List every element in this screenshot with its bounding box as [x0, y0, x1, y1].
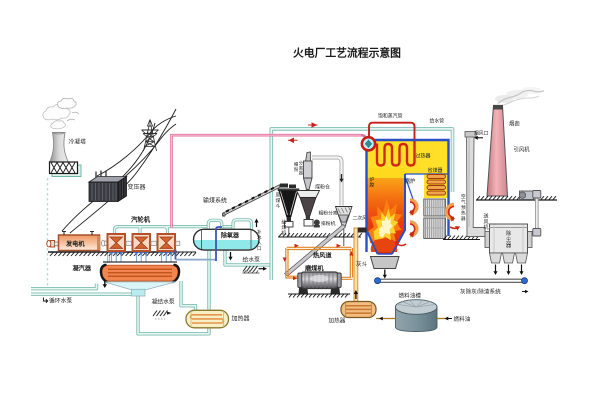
- svg-text:斗: 斗: [276, 204, 281, 210]
- svg-text:加热器: 加热器: [329, 317, 346, 325]
- svg-text:机: 机: [282, 230, 287, 237]
- svg-text:冷凝塔: 冷凝塔: [69, 138, 87, 146]
- svg-text:排粉机: 排粉机: [321, 220, 336, 227]
- svg-text:过热器: 过热器: [416, 153, 431, 160]
- svg-text:原: 原: [276, 192, 281, 198]
- svg-text:水: 水: [257, 234, 262, 240]
- svg-text:送: 送: [484, 213, 489, 220]
- svg-text:尘: 尘: [506, 235, 511, 243]
- svg-text:给水管: 给水管: [430, 118, 445, 125]
- svg-text:器: 器: [461, 216, 466, 222]
- svg-text:热风道: 热风道: [313, 252, 332, 260]
- svg-text:凝结水泵: 凝结水泵: [152, 298, 175, 306]
- svg-text:灰除灰/除渣系统: 灰除灰/除渣系统: [460, 288, 501, 296]
- svg-text:磨煤机: 磨煤机: [304, 265, 324, 273]
- svg-text:热: 热: [461, 209, 466, 216]
- svg-text:燃料油: 燃料油: [454, 315, 471, 323]
- svg-text:二次风: 二次风: [353, 215, 368, 222]
- svg-text:燃料油槽: 燃料油槽: [399, 292, 422, 300]
- svg-text:膛: 膛: [370, 182, 375, 189]
- svg-text:除氧器: 除氧器: [221, 232, 240, 240]
- svg-text:烟囱: 烟囱: [509, 120, 520, 128]
- svg-text:煤: 煤: [276, 197, 281, 204]
- svg-text:器: 器: [299, 171, 304, 177]
- svg-text:补: 补: [257, 229, 262, 236]
- svg-text:循环水泵: 循环水泵: [49, 297, 72, 305]
- svg-text:预: 预: [461, 204, 466, 211]
- svg-text:器: 器: [506, 242, 512, 249]
- svg-text:凝汽器: 凝汽器: [73, 265, 92, 273]
- svg-text:粗粉分离器: 粗粉分离器: [319, 210, 343, 217]
- svg-text:风: 风: [484, 219, 489, 225]
- svg-text:烟风口: 烟风口: [474, 130, 489, 137]
- svg-text:口: 口: [257, 246, 262, 252]
- svg-text:变压器: 变压器: [128, 183, 146, 191]
- svg-text:给水泵: 给水泵: [243, 256, 261, 264]
- svg-text:煤: 煤: [282, 224, 287, 231]
- svg-text:发电机: 发电机: [65, 240, 85, 248]
- svg-text:粉: 粉: [294, 166, 299, 173]
- svg-text:加热器: 加热器: [232, 315, 250, 323]
- svg-text:入: 入: [257, 241, 262, 246]
- svg-text:省煤器: 省煤器: [428, 167, 443, 174]
- svg-text:空: 空: [461, 193, 466, 199]
- svg-text:细: 细: [294, 161, 298, 168]
- svg-text:气: 气: [461, 199, 466, 205]
- svg-text:炉: 炉: [370, 176, 375, 183]
- svg-text:机: 机: [484, 224, 489, 231]
- svg-text:分: 分: [299, 160, 304, 167]
- svg-text:离: 离: [299, 165, 304, 172]
- svg-text:火电厂工艺流程示意图: 火电厂工艺流程示意图: [293, 46, 401, 60]
- svg-text:给: 给: [282, 218, 287, 225]
- svg-text:煤粉仓: 煤粉仓: [315, 184, 330, 191]
- svg-text:除: 除: [506, 229, 512, 237]
- svg-text:锅炉: 锅炉: [405, 177, 416, 185]
- svg-text:引风机: 引风机: [514, 146, 531, 154]
- svg-text:饱和蒸汽管: 饱和蒸汽管: [378, 113, 403, 120]
- svg-text:灰斗: 灰斗: [356, 260, 368, 268]
- svg-text:汽轮机: 汽轮机: [131, 215, 151, 224]
- svg-text:输煤系统: 输煤系统: [203, 197, 227, 205]
